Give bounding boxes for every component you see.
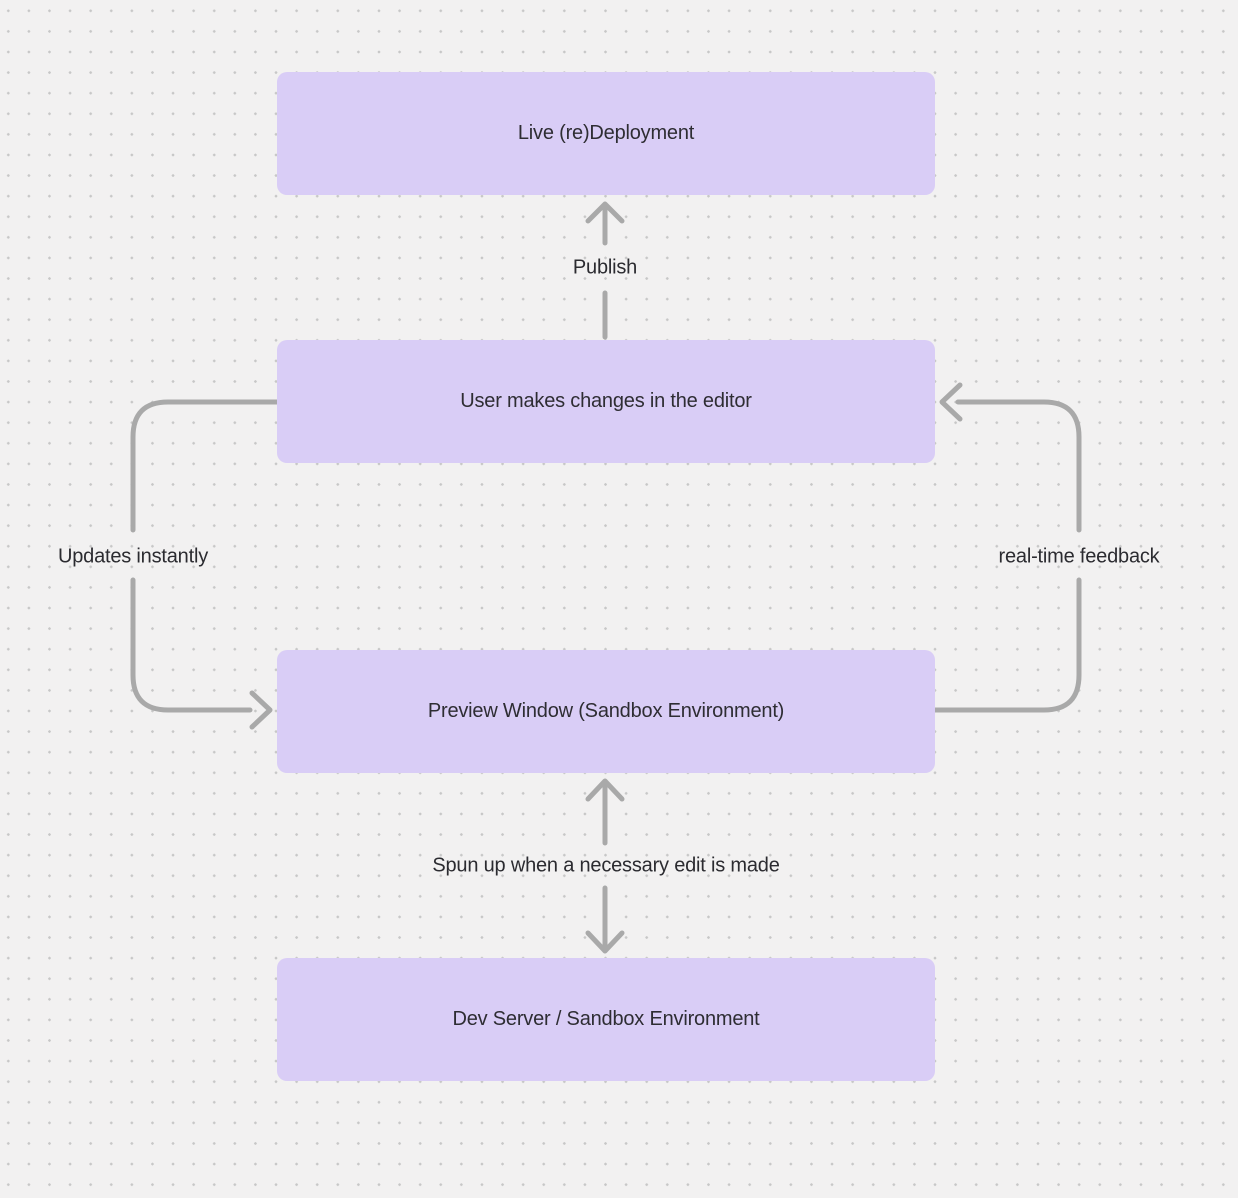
node-user-editor[interactable]: User makes changes in the editor — [277, 340, 935, 463]
node-label: Dev Server / Sandbox Environment — [452, 1008, 760, 1030]
edge-label-publish: Publish — [572, 256, 638, 279]
node-preview-window[interactable]: Preview Window (Sandbox Environment) — [277, 650, 935, 773]
edge-label-updates-instantly: Updates instantly — [57, 545, 209, 568]
node-label: Preview Window (Sandbox Environment) — [427, 700, 785, 722]
node-live-redeployment[interactable]: Live (re)Deployment — [277, 72, 935, 195]
edge-label-spun-up: Spun up when a necessary edit is made — [432, 854, 780, 877]
node-label: Live (re)Deployment — [517, 122, 695, 144]
node-label: User makes changes in the editor — [460, 390, 752, 412]
edge-label-real-time-feedback: real-time feedback — [998, 545, 1160, 568]
node-dev-server[interactable]: Dev Server / Sandbox Environment — [277, 958, 935, 1081]
